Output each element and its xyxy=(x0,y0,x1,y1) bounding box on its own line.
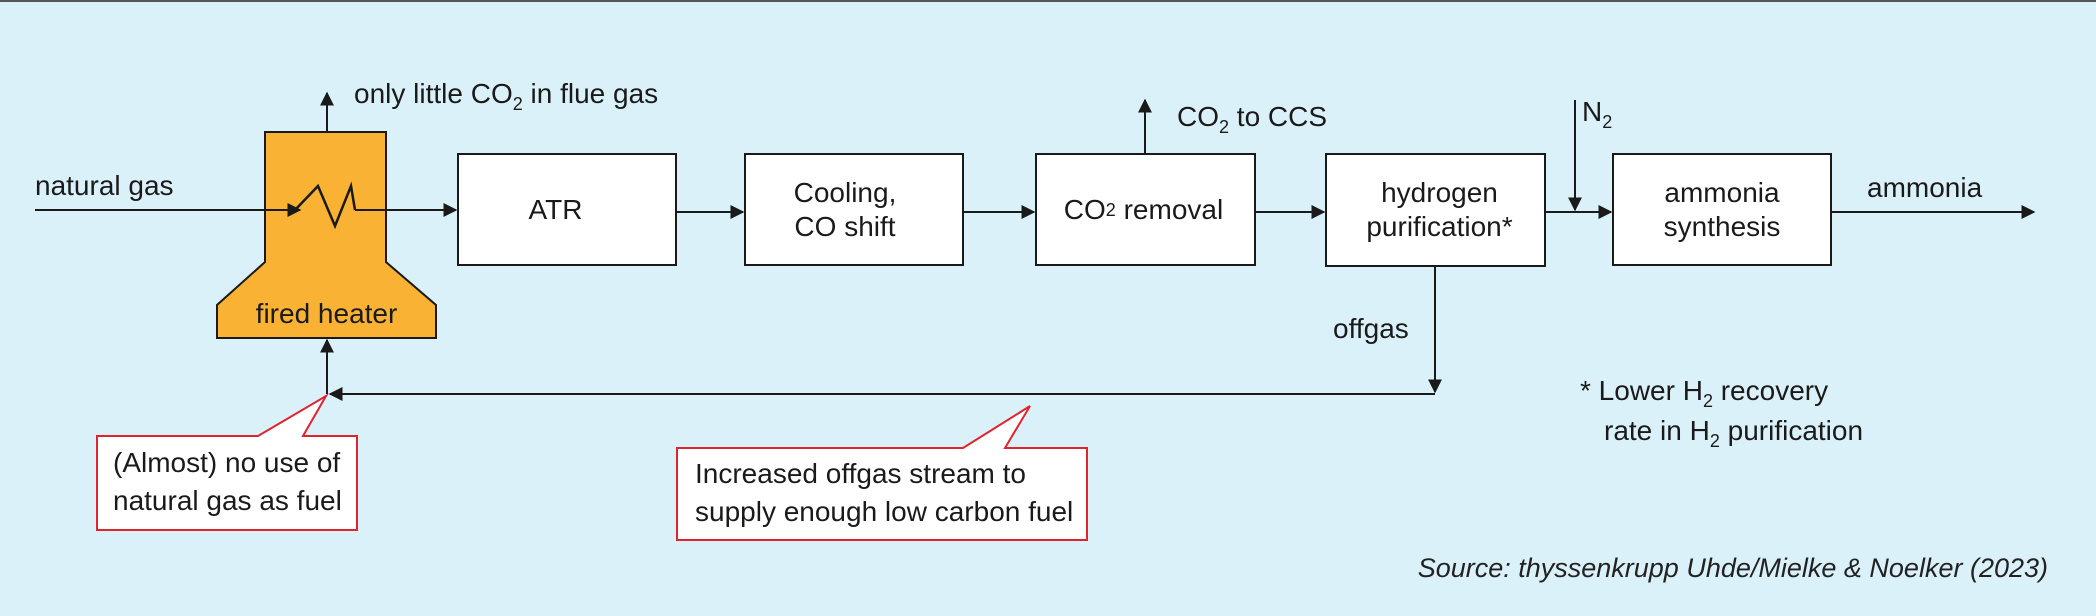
fired-heater-shape xyxy=(216,131,437,339)
cooling-label: Cooling,CO shift xyxy=(793,176,897,242)
atr-box xyxy=(457,153,677,266)
ammonia-product-label: ammonia xyxy=(1867,172,1983,203)
fired-heater-label: fired heater xyxy=(255,298,398,329)
cooling-box xyxy=(744,153,964,266)
offgas-label: offgas xyxy=(1333,313,1409,344)
heat-exchanger-icon xyxy=(294,181,357,230)
footnote: * Lower H2 recovery rate in H2 purificat… xyxy=(1580,375,1864,451)
atr-label: ATR xyxy=(528,193,583,225)
flue-gas-label: only little CO2 in flue gas xyxy=(354,78,659,114)
ammonia-synthesis-box xyxy=(1612,153,1832,266)
natural-gas-label: natural gas xyxy=(35,170,174,201)
offgas-callout-shape xyxy=(676,405,1088,541)
co2-to-ccs-label: CO2 to CCS xyxy=(1177,101,1328,137)
co2-removal-box xyxy=(1035,153,1256,266)
source-credit: Source: thyssenkrupp Uhde/Mielke & Noelk… xyxy=(1417,553,2048,583)
fuel-callout-shape xyxy=(96,393,358,531)
n2-label: N2 xyxy=(1582,96,1613,132)
